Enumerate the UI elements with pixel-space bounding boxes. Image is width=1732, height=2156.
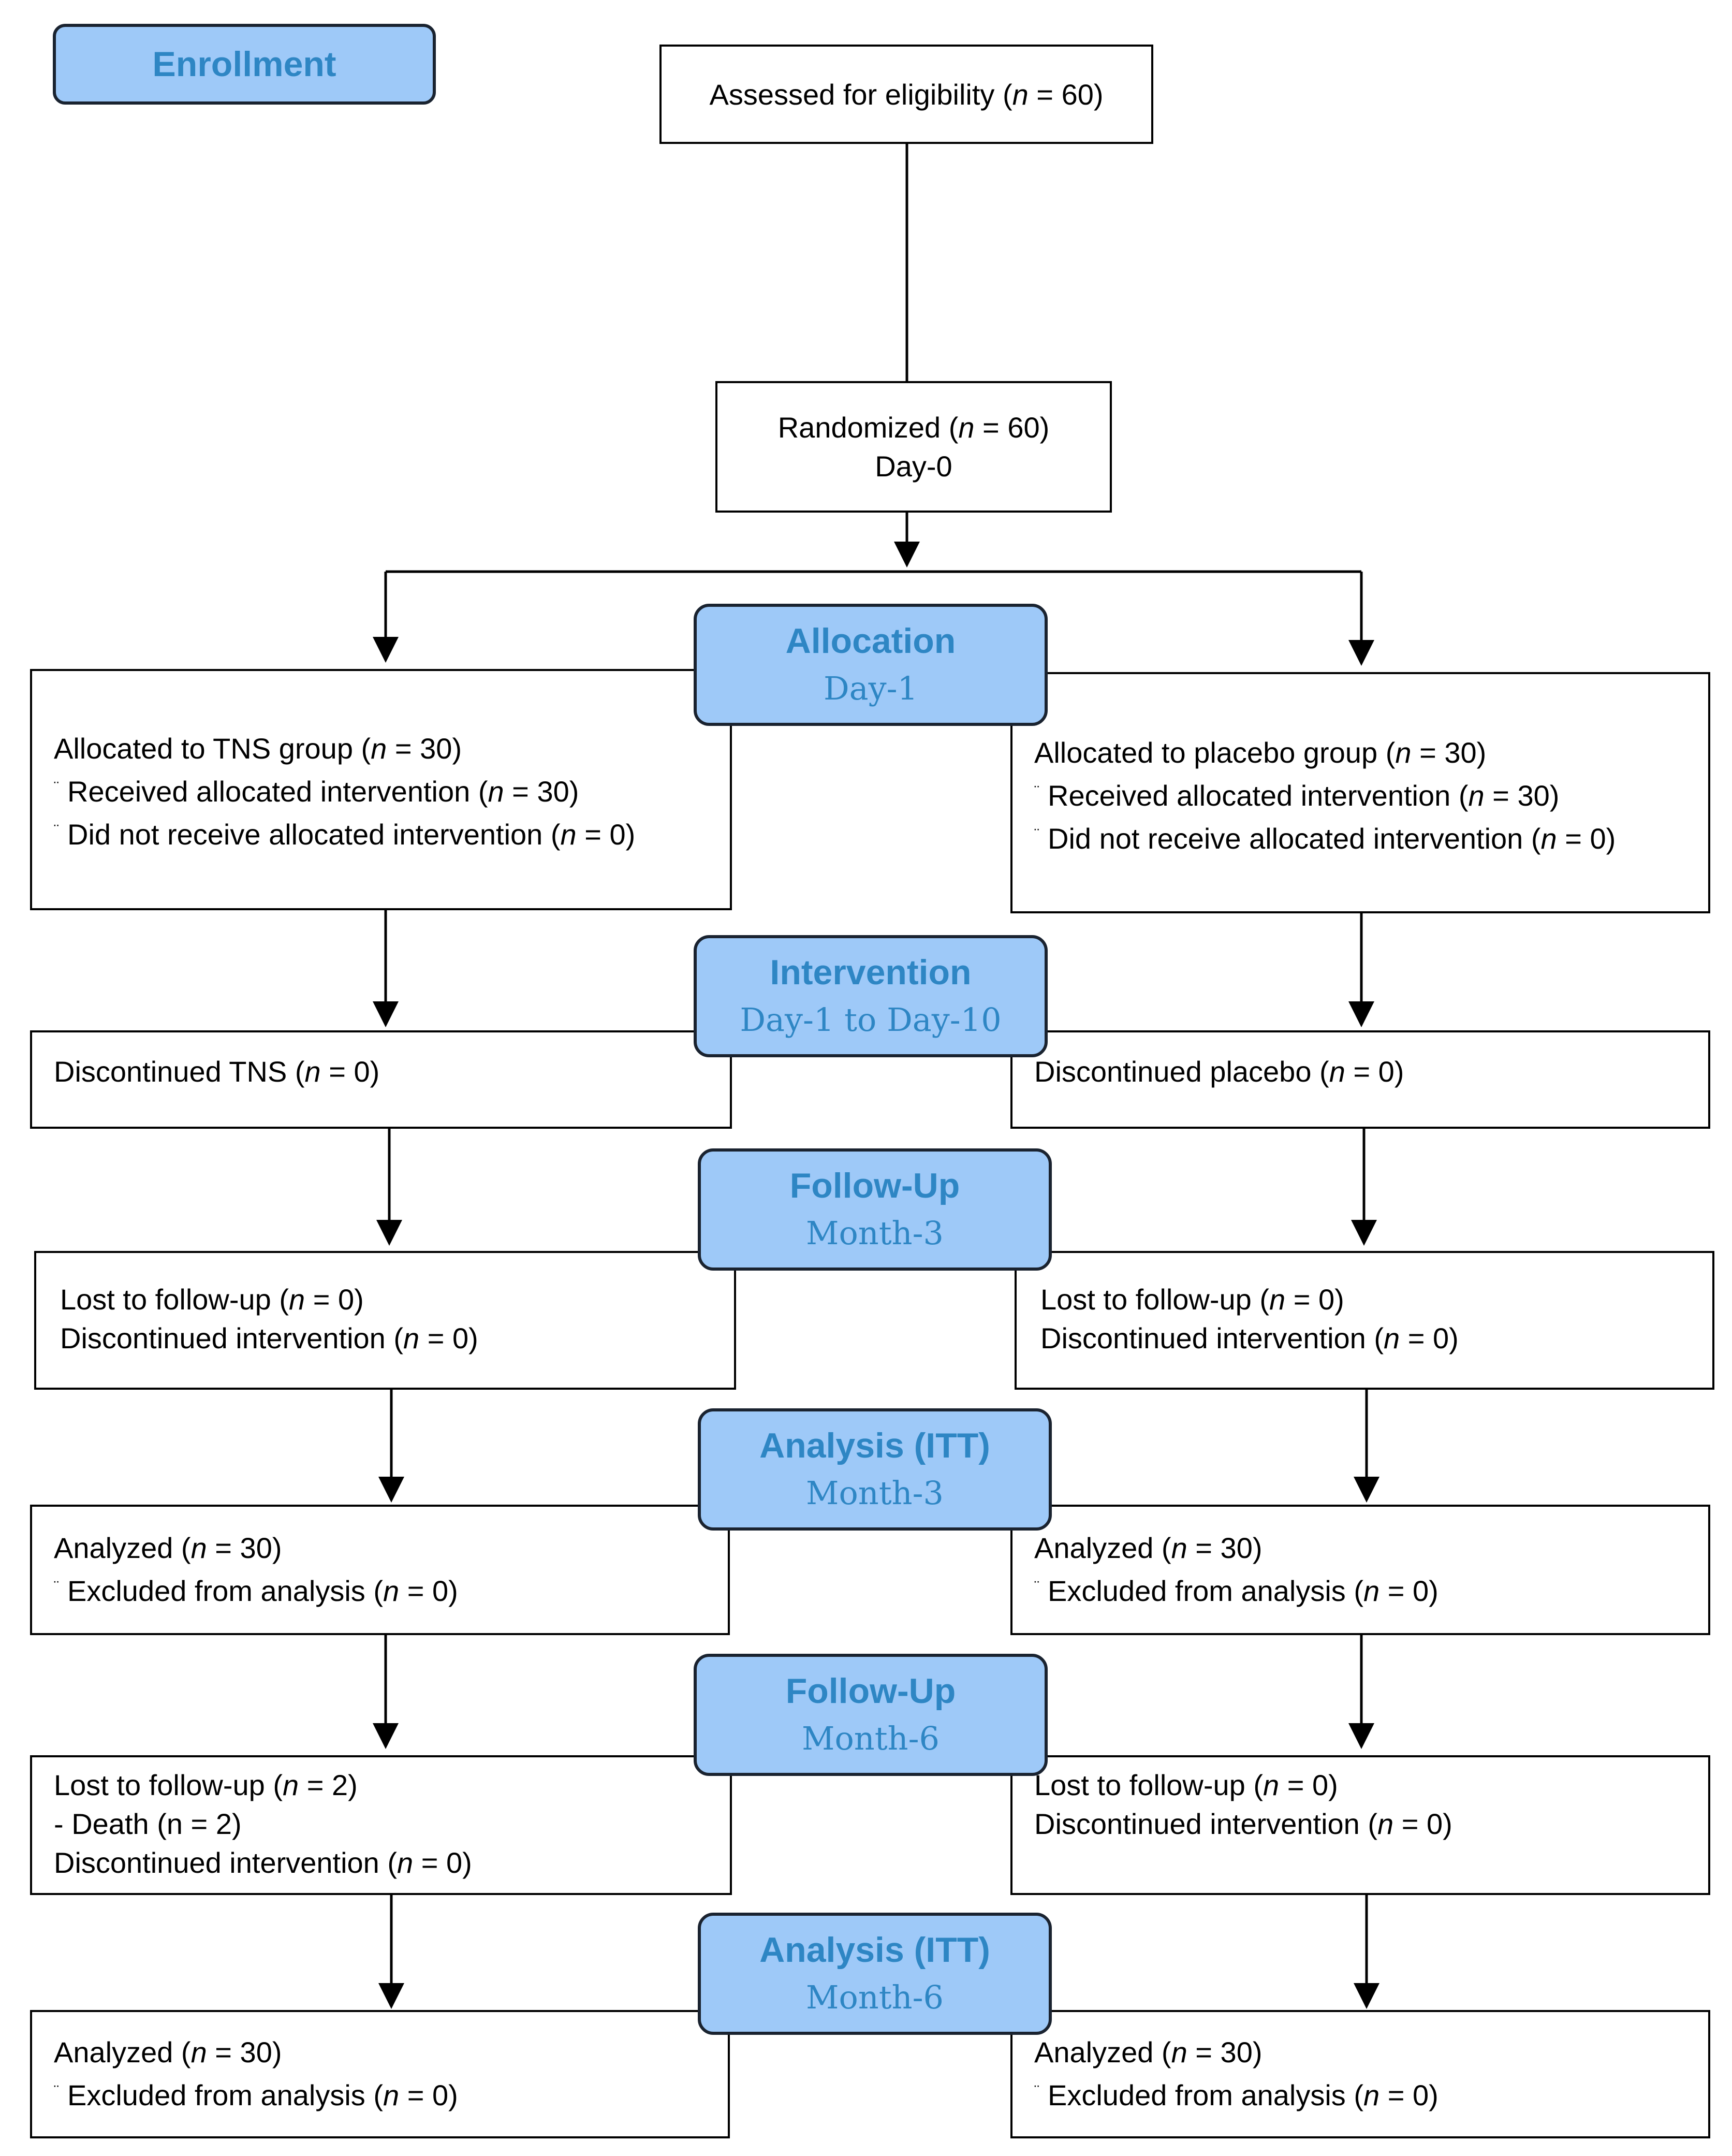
box-line: ¨Excluded from analysis (n = 0) — [1034, 2079, 1439, 2111]
analysis3-title: Analysis (ITT) — [759, 1426, 990, 1465]
box-line: Lost to follow-up (n = 0) — [60, 1283, 364, 1316]
box-line: Allocated to TNS group (n = 30) — [54, 732, 462, 765]
assessed-box: Assessed for eligibility (n = 60) — [659, 45, 1153, 144]
box-line: Discontinued TNS (n = 0) — [54, 1055, 380, 1088]
analysis3-subtitle: Month-3 — [806, 1474, 944, 1512]
box-line: ¨Received allocated intervention (n = 30… — [54, 775, 579, 808]
box-line: Discontinued intervention (n = 0) — [60, 1322, 478, 1354]
box-line: - Death (n = 2) — [54, 1808, 242, 1840]
analysis6-subtitle: Month-6 — [806, 1978, 944, 2016]
intervention-subtitle: Day-1 to Day-10 — [740, 1001, 1002, 1039]
randomized-day: Day-0 — [875, 450, 952, 483]
analysis6-title: Analysis (ITT) — [759, 1930, 990, 1970]
followup3-stage: Follow-Up Month-3 — [698, 1148, 1052, 1271]
bullet-marker: ¨ — [54, 822, 59, 839]
right-allocation-box: Allocated to placebo group (n = 30) ¨Rece… — [1010, 672, 1710, 913]
left-followup6-box: Lost to follow-up (n = 2) - Death (n = 2)… — [30, 1755, 732, 1895]
box-line: Analyzed (n = 30) — [54, 1532, 282, 1564]
randomized-box: Randomized (n = 60) Day-0 — [715, 381, 1112, 513]
allocation-title: Allocation — [785, 621, 956, 661]
bullet-marker: ¨ — [54, 2082, 59, 2100]
box-line: Discontinued intervention (n = 0) — [1040, 1322, 1459, 1354]
analysis6-stage: Analysis (ITT) Month-6 — [698, 1913, 1052, 2035]
box-line: ¨Did not receive allocated intervention … — [54, 818, 636, 851]
allocation-stage: Allocation Day-1 — [694, 604, 1048, 726]
bullet-marker: ¨ — [1034, 1578, 1039, 1595]
right-analysis6-box: Analyzed (n = 30) ¨Excluded from analysis… — [1010, 2010, 1710, 2138]
randomized-text: Randomized (n = 60) — [777, 411, 1050, 444]
box-line: Discontinued placebo (n = 0) — [1034, 1055, 1404, 1088]
followup6-stage: Follow-Up Month-6 — [694, 1654, 1048, 1776]
enrollment-title: Enrollment — [152, 45, 336, 84]
bullet-marker: ¨ — [54, 779, 59, 796]
allocation-subtitle: Day-1 — [823, 669, 918, 707]
box-line: ¨Received allocated intervention (n = 30… — [1034, 779, 1560, 812]
box-line: Analyzed (n = 30) — [54, 2036, 282, 2068]
bullet-marker: ¨ — [1034, 2082, 1039, 2100]
followup3-title: Follow-Up — [789, 1166, 960, 1205]
right-analysis3-box: Analyzed (n = 30) ¨Excluded from analysis… — [1010, 1505, 1710, 1635]
bullet-marker: ¨ — [1034, 783, 1039, 800]
assessed-text: Assessed for eligibility (n = 60) — [709, 78, 1104, 111]
right-followup6-box: Lost to follow-up (n = 0) Discontinued in… — [1010, 1755, 1710, 1895]
box-line: Discontinued intervention (n = 0) — [1034, 1808, 1452, 1840]
left-allocation-box: Allocated to TNS group (n = 30) ¨Received… — [30, 669, 732, 910]
box-line: Lost to follow-up (n = 0) — [1040, 1283, 1344, 1316]
box-line: ¨Excluded from analysis (n = 0) — [54, 2079, 458, 2111]
box-line: Lost to follow-up (n = 0) — [1034, 1769, 1338, 1801]
box-line: ¨Excluded from analysis (n = 0) — [1034, 1575, 1439, 1607]
followup6-subtitle: Month-6 — [802, 1720, 940, 1757]
left-followup3-box: Lost to follow-up (n = 0) Discontinued in… — [34, 1251, 736, 1390]
enrollment-stage: Enrollment — [53, 24, 436, 105]
box-line: ¨Did not receive allocated intervention … — [1034, 822, 1616, 855]
left-intervention-box: Discontinued TNS (n = 0) — [30, 1030, 732, 1129]
left-analysis6-box: Analyzed (n = 30) ¨Excluded from analysis… — [30, 2010, 730, 2138]
box-line: Analyzed (n = 30) — [1034, 2036, 1263, 2068]
box-line: Lost to follow-up (n = 2) — [54, 1769, 358, 1801]
right-intervention-box: Discontinued placebo (n = 0) — [1010, 1030, 1710, 1129]
analysis3-stage: Analysis (ITT) Month-3 — [698, 1408, 1052, 1531]
intervention-stage: Intervention Day-1 to Day-10 — [694, 935, 1048, 1057]
followup6-title: Follow-Up — [785, 1671, 956, 1711]
box-line: Allocated to placebo group (n = 30) — [1034, 736, 1487, 769]
bullet-marker: ¨ — [54, 1578, 59, 1595]
followup3-subtitle: Month-3 — [806, 1214, 944, 1252]
box-line: ¨Excluded from analysis (n = 0) — [54, 1575, 458, 1607]
box-line: Discontinued intervention (n = 0) — [54, 1846, 472, 1879]
intervention-title: Intervention — [770, 953, 972, 992]
box-line: Analyzed (n = 30) — [1034, 1532, 1263, 1564]
bullet-marker: ¨ — [1034, 826, 1039, 843]
left-analysis3-box: Analyzed (n = 30) ¨Excluded from analysis… — [30, 1505, 730, 1635]
right-followup3-box: Lost to follow-up (n = 0) Discontinued in… — [1015, 1251, 1714, 1390]
